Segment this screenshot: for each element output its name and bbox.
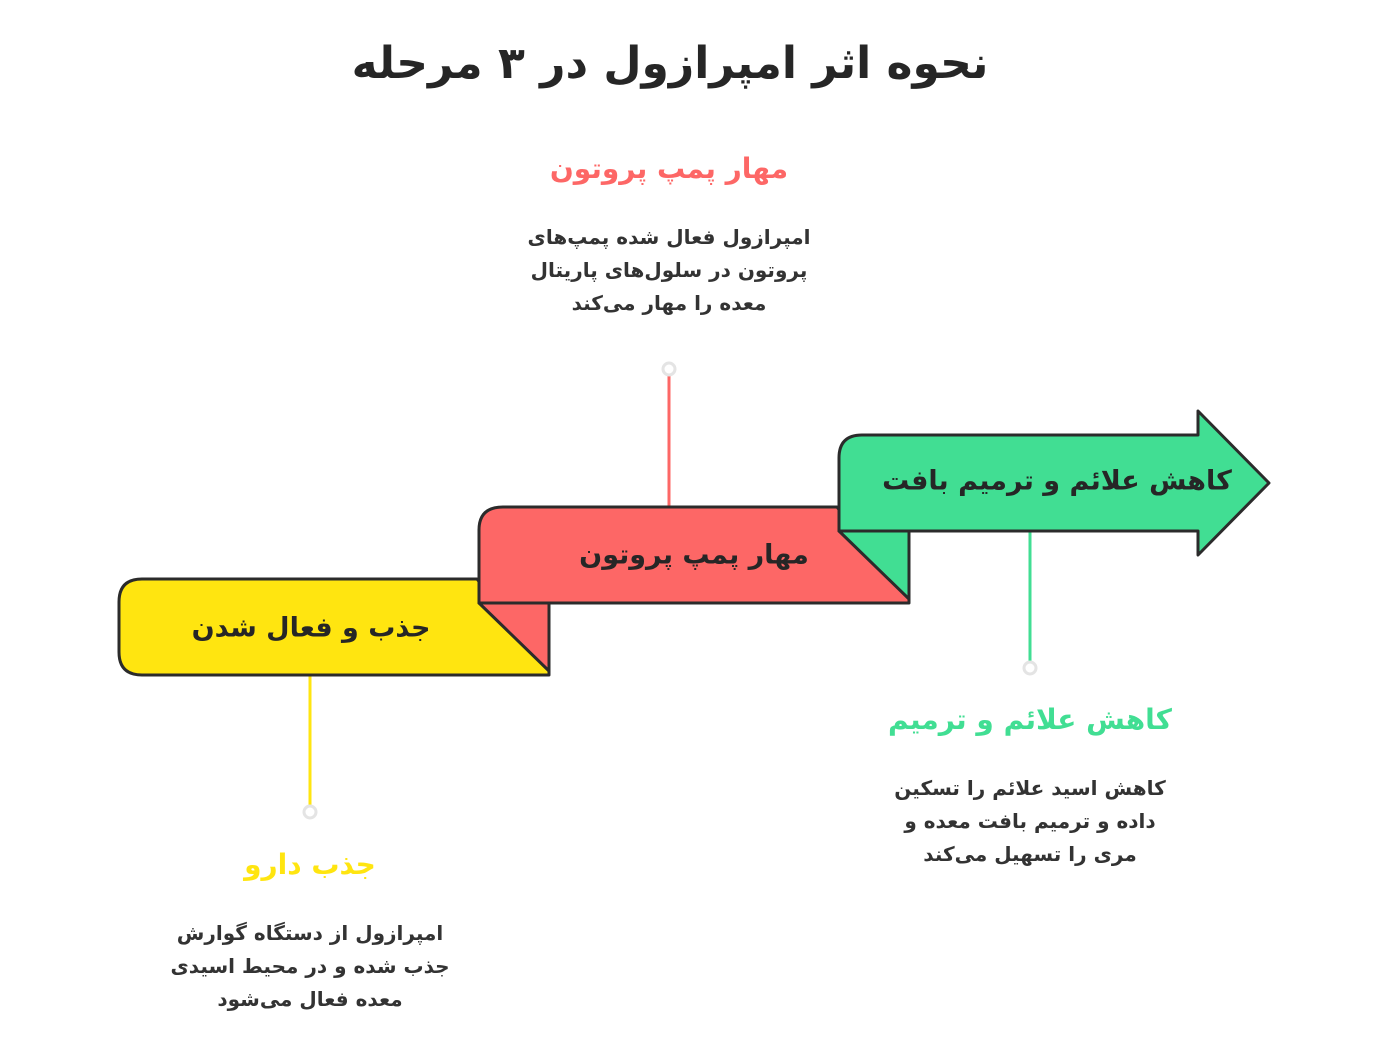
stage1-description: امپرازول از دستگاه گوارش جذب شده و در مح… — [150, 917, 470, 1016]
stage1-description-line: جذب شده و در محیط اسیدی — [170, 954, 450, 978]
stage2-description-line: امپرازول فعال شده پمپ‌های — [527, 225, 811, 249]
stage2-note: مهار پمپ پروتون امپرازول فعال شده پمپ‌ها… — [509, 152, 829, 320]
stage2-description-line: پروتون در سلول‌های پاریتال — [530, 258, 808, 282]
stage3-description-line: داده و ترمیم بافت معده و — [904, 809, 1156, 833]
stage1-description-line: امپرازول از دستگاه گوارش — [176, 921, 444, 945]
stage3-note: کاهش علائم و ترمیم کاهش اسید علائم را تس… — [870, 703, 1190, 871]
stage2-heading: مهار پمپ پروتون — [549, 152, 789, 185]
stage3-arrow — [837, 409, 1271, 557]
page-title: نحوه اثر امپرازول در ۳ مرحله — [351, 38, 989, 89]
stage1-ribbon — [117, 577, 551, 677]
stage3-label: کاهش علائم و ترمیم بافت — [882, 466, 1232, 497]
stage2-fold — [477, 601, 551, 673]
stage1-description-line: معده فعال می‌شود — [217, 987, 403, 1011]
stage3-description-line: مری را تسهیل می‌کند — [923, 842, 1137, 866]
stage2-connector-dot — [661, 361, 677, 377]
stage2-description-line: معده را مهار می‌کند — [571, 291, 767, 315]
stage1-label: جذب و فعال شدن — [192, 613, 431, 644]
stage3-fold — [837, 529, 911, 601]
stage3-heading: کاهش علائم و ترمیم — [888, 703, 1172, 736]
stage1-note: جذب دارو امپرازول از دستگاه گوارش جذب شد… — [150, 848, 470, 1016]
stage2-label: مهار پمپ پروتون — [579, 540, 809, 571]
stage3-description: کاهش اسید علائم را تسکین داده و ترمیم با… — [870, 772, 1190, 871]
stage2-ribbon — [477, 505, 911, 605]
stage1-connector-dot — [302, 804, 318, 820]
stage3-connector-dot — [1022, 660, 1038, 676]
stage3-description-line: کاهش اسید علائم را تسکین — [894, 776, 1166, 800]
stage1-heading: جذب دارو — [244, 848, 376, 881]
stage2-description: امپرازول فعال شده پمپ‌های پروتون در سلول… — [509, 221, 829, 320]
